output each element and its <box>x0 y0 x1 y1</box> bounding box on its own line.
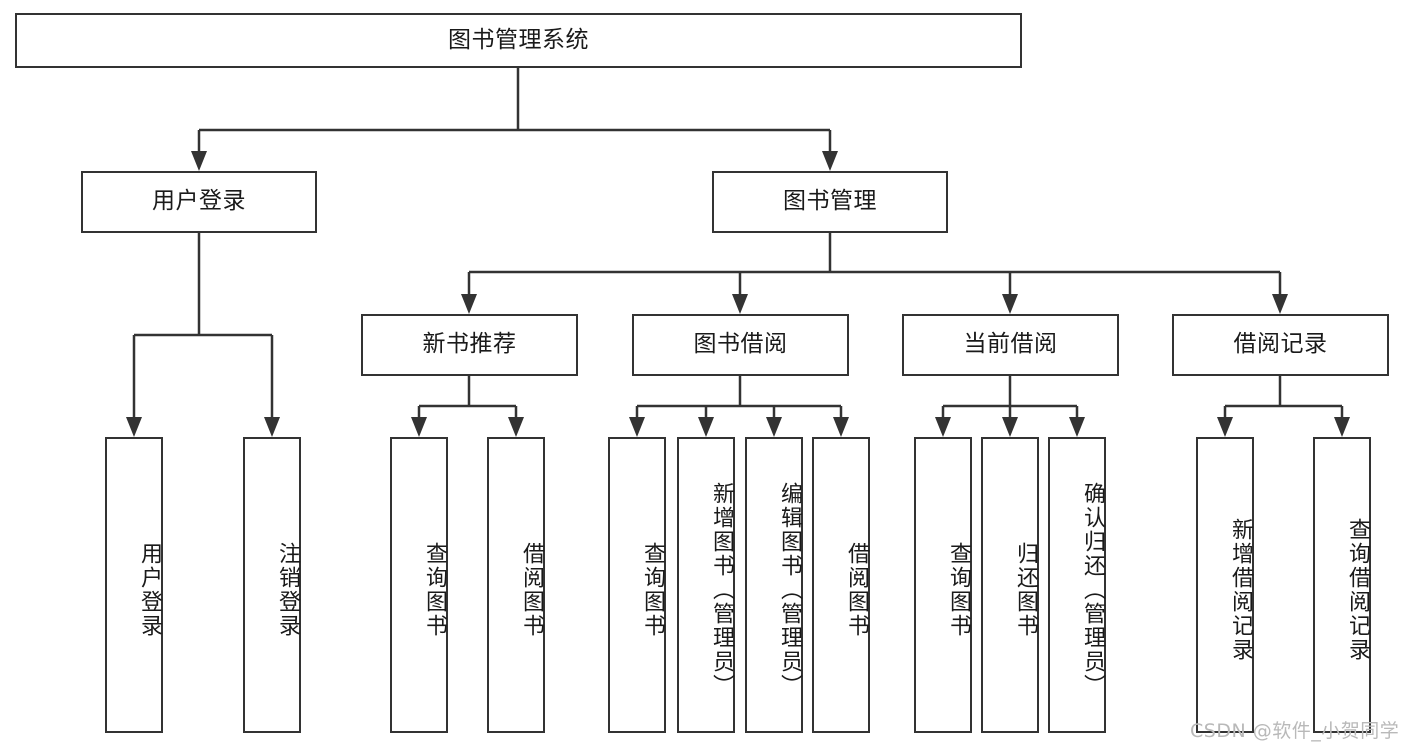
node-label: 用户登录 <box>152 188 246 215</box>
node-l2-current[interactable]: 当前借阅 <box>902 314 1119 376</box>
arrowhead-icon <box>411 417 427 437</box>
node-label: 借阅记录 <box>1233 331 1328 358</box>
node-label: 图书借阅 <box>693 331 788 358</box>
node-l3-returnbook[interactable]: 归还图书 <box>981 437 1039 733</box>
node-label: 借阅图书 <box>844 542 869 638</box>
node-l3-addrecord[interactable]: 新增借阅记录 <box>1196 437 1254 733</box>
node-label: 新增借阅记录 <box>1228 518 1253 662</box>
arrowhead-icon <box>698 417 714 437</box>
node-label: 归还图书 <box>1013 542 1038 638</box>
node-label: 编辑图书（管理员） <box>777 482 802 698</box>
arrowhead-icon <box>1334 417 1350 437</box>
node-l3-confirm[interactable]: 确认归还（管理员） <box>1048 437 1106 733</box>
arrowhead-icon <box>766 417 782 437</box>
node-root[interactable]: 图书管理系统 <box>15 13 1022 68</box>
node-label: 查询图书 <box>946 542 971 638</box>
node-label: 借阅图书 <box>519 542 544 638</box>
node-label: 当前借阅 <box>963 331 1058 358</box>
node-label: 查询图书 <box>422 542 447 638</box>
node-l3-addbook[interactable]: 新增图书（管理员） <box>677 437 735 733</box>
node-label: 图书管理系统 <box>448 26 589 53</box>
node-label: 查询借阅记录 <box>1345 518 1370 662</box>
arrowhead-icon <box>732 294 748 314</box>
node-l2-record[interactable]: 借阅记录 <box>1172 314 1389 376</box>
arrowhead-icon <box>629 417 645 437</box>
node-label: 用户登录 <box>137 542 162 638</box>
arrowhead-icon <box>1069 417 1085 437</box>
arrowhead-icon <box>1002 294 1018 314</box>
node-label: 查询图书 <box>640 542 665 638</box>
node-l3-querybook3[interactable]: 查询图书 <box>914 437 972 733</box>
watermark-label: CSDN @软件_小贺同学 <box>1190 720 1400 742</box>
node-label: 图书管理 <box>783 188 877 215</box>
node-label: 注销登录 <box>275 542 300 638</box>
node-label: 新书推荐 <box>422 331 517 358</box>
node-l3-queryrecord[interactable]: 查询借阅记录 <box>1313 437 1371 733</box>
node-l3-querybook1[interactable]: 查询图书 <box>390 437 448 733</box>
node-label: 新增图书（管理员） <box>709 482 734 698</box>
node-l2-borrow[interactable]: 图书借阅 <box>632 314 849 376</box>
arrowhead-icon <box>1217 417 1233 437</box>
arrowhead-icon <box>508 417 524 437</box>
arrowhead-icon <box>126 417 142 437</box>
arrowhead-icon <box>822 151 838 171</box>
node-l1-book[interactable]: 图书管理 <box>712 171 948 233</box>
arrowhead-icon <box>1002 417 1018 437</box>
node-l2-newbook[interactable]: 新书推荐 <box>361 314 578 376</box>
node-l3-borrowbook2[interactable]: 借阅图书 <box>812 437 870 733</box>
arrowhead-icon <box>833 417 849 437</box>
arrowhead-icon <box>264 417 280 437</box>
arrowhead-icon <box>1272 294 1288 314</box>
node-l3-querybook2[interactable]: 查询图书 <box>608 437 666 733</box>
node-l3-logout[interactable]: 注销登录 <box>243 437 301 733</box>
arrowhead-icon <box>461 294 477 314</box>
arrowhead-icon <box>935 417 951 437</box>
node-label: 确认归还（管理员） <box>1080 482 1105 698</box>
node-l3-borrowbook1[interactable]: 借阅图书 <box>487 437 545 733</box>
arrowhead-icon <box>191 151 207 171</box>
node-l3-editbook[interactable]: 编辑图书（管理员） <box>745 437 803 733</box>
node-l1-login[interactable]: 用户登录 <box>81 171 317 233</box>
node-l3-userlogin[interactable]: 用户登录 <box>105 437 163 733</box>
